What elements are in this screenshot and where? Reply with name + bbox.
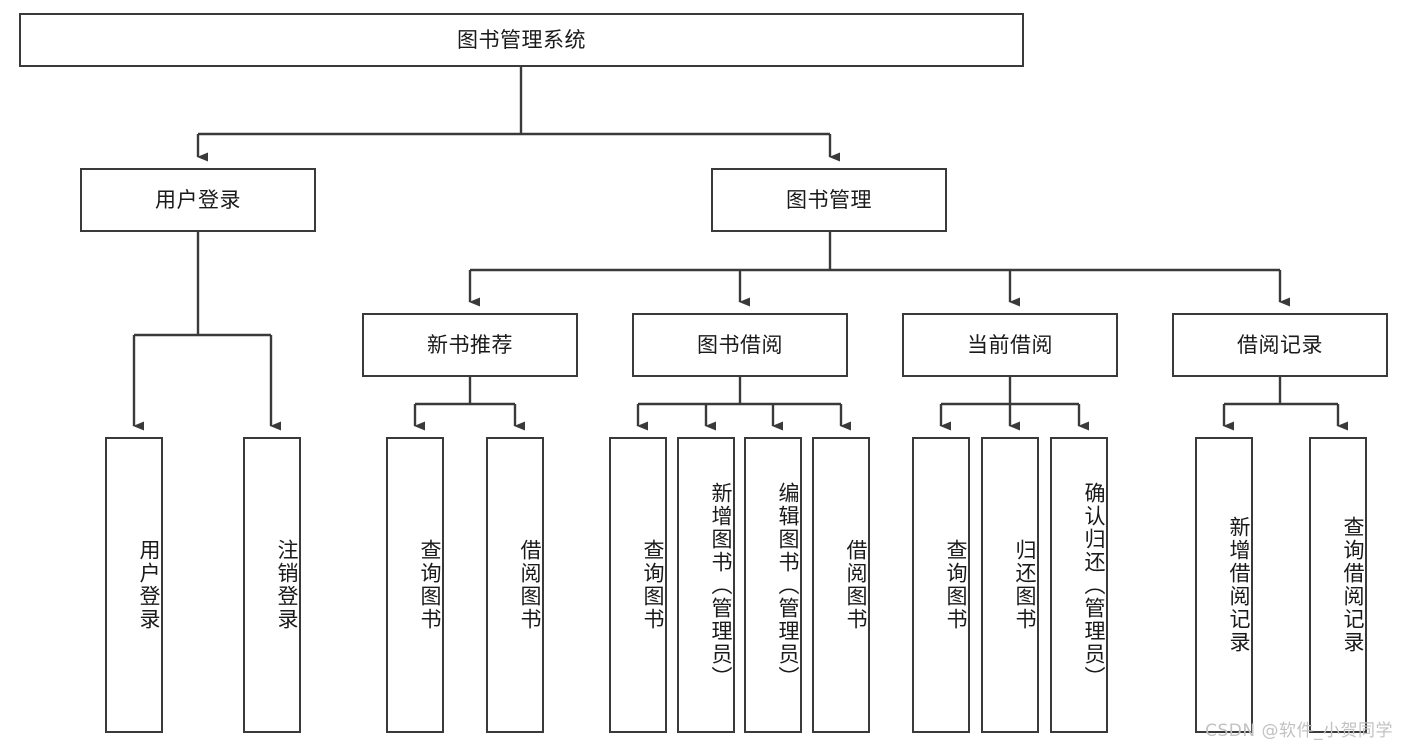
node-label: 编辑图书（管理员） <box>776 481 800 689</box>
node-new-book-recommend[interactable]: 新书推荐 <box>362 313 578 377</box>
leaf-query-book-borrow[interactable]: 查询图书 <box>609 437 667 733</box>
node-label: 用户登录 <box>137 539 161 631</box>
node-user-login[interactable]: 用户登录 <box>80 168 316 232</box>
node-root-system[interactable]: 图书管理系统 <box>19 13 1024 67</box>
leaf-add-book[interactable]: 新增图书（管理员） <box>677 437 735 733</box>
node-label: 归还图书 <box>1013 539 1037 631</box>
node-label: 借阅图书 <box>518 539 542 631</box>
leaf-return-book[interactable]: 归还图书 <box>981 437 1039 733</box>
node-book-borrow[interactable]: 图书借阅 <box>632 313 848 377</box>
leaf-confirm-return[interactable]: 确认归还（管理员） <box>1050 437 1108 733</box>
node-label: 借阅记录 <box>1237 332 1323 357</box>
leaf-edit-book[interactable]: 编辑图书（管理员） <box>744 437 802 733</box>
leaf-query-book-recommend[interactable]: 查询图书 <box>386 437 444 733</box>
node-label: 确认归还（管理员） <box>1082 481 1106 689</box>
leaf-query-borrow-record[interactable]: 查询借阅记录 <box>1309 437 1367 733</box>
leaf-query-book-current[interactable]: 查询图书 <box>912 437 970 733</box>
node-borrow-record[interactable]: 借阅记录 <box>1172 313 1388 377</box>
node-label: 图书管理 <box>786 187 872 212</box>
node-label: 查询借阅记录 <box>1341 516 1365 654</box>
node-label: 用户登录 <box>155 187 241 212</box>
leaf-borrow-book-recommend[interactable]: 借阅图书 <box>486 437 544 733</box>
node-label: 新增借阅记录 <box>1227 516 1251 654</box>
node-label: 图书借阅 <box>697 332 783 357</box>
node-label: 借阅图书 <box>844 539 868 631</box>
node-book-manage[interactable]: 图书管理 <box>711 168 947 232</box>
leaf-borrow-book[interactable]: 借阅图书 <box>812 437 870 733</box>
node-label: 注销登录 <box>275 539 299 631</box>
watermark-text: CSDN @软件_小贺同学 <box>1205 721 1393 741</box>
node-label: 查询图书 <box>944 539 968 631</box>
node-label: 新增图书（管理员） <box>709 481 733 689</box>
node-label: 图书管理系统 <box>457 27 586 52</box>
node-label: 查询图书 <box>418 539 442 631</box>
node-current-borrow[interactable]: 当前借阅 <box>902 313 1118 377</box>
leaf-add-borrow-record[interactable]: 新增借阅记录 <box>1195 437 1253 733</box>
node-label: 查询图书 <box>641 539 665 631</box>
leaf-user-logout[interactable]: 注销登录 <box>243 437 301 733</box>
node-label: 当前借阅 <box>967 332 1053 357</box>
node-label: 新书推荐 <box>427 332 513 357</box>
leaf-user-login[interactable]: 用户登录 <box>105 437 163 733</box>
